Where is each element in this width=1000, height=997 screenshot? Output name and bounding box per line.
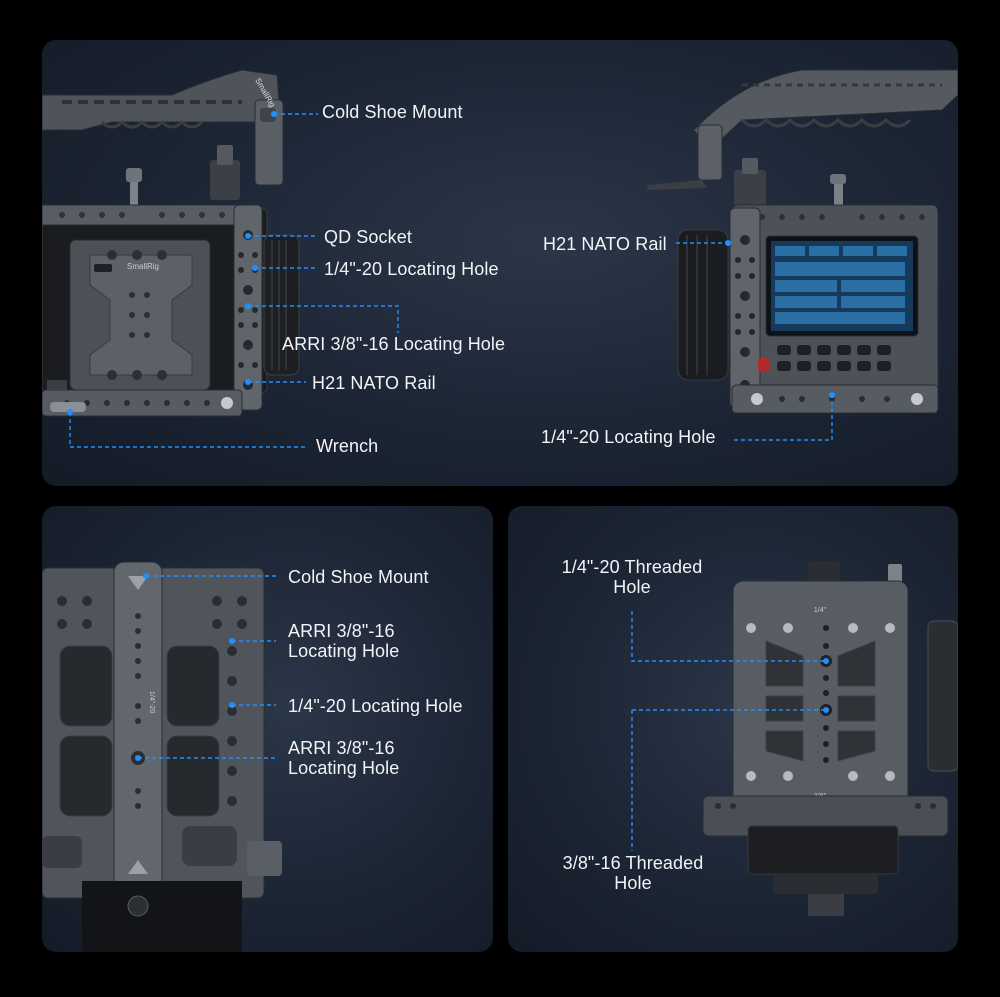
right-camera-cage: [647, 69, 958, 414]
label-h21-nato-rail-left: H21 NATO Rail: [312, 373, 436, 393]
bottom-right-illustration: 1/4" 3/8": [631, 561, 958, 916]
label-wrench: Wrench: [316, 436, 379, 456]
label-arri-lower: ARRI 3/8"-16 Locating Hole: [288, 738, 400, 778]
left-camera-cage: SmallRig: [42, 69, 300, 417]
top-illustration: SmallRig: [42, 69, 958, 448]
label-arri-locating-hole: ARRI 3/8"-16 Locating Hole: [282, 334, 506, 354]
cold-shoe-mount-left: [260, 108, 276, 122]
label-cold-shoe-mount-bottom: Cold Shoe Mount: [288, 567, 429, 587]
label-h21-nato-rail-right: H21 NATO Rail: [543, 234, 667, 254]
bottom-right-panel: 1/4" 3/8": [508, 506, 958, 952]
plate-marking-top: 1/4": [814, 607, 827, 614]
left-callout-lines: [67, 111, 399, 448]
brand-mark-plate: SmallRig: [127, 262, 159, 271]
bl-callout-lines: [135, 573, 276, 761]
label-three-eighths-threaded-hole: 3/8"-16 Threaded Hole: [562, 853, 704, 893]
label-arri-upper: ARRI 3/8"-16 Locating Hole: [288, 621, 400, 661]
bottom-left-panel: 1/4"-20 Cold Shoe Mount ARRI 3/8"-16 Loc…: [42, 506, 493, 952]
label-quarter-threaded-hole: 1/4"-20 Threaded Hole: [561, 557, 703, 597]
wrench-tool: [50, 402, 86, 412]
label-cold-shoe-mount: Cold Shoe Mount: [322, 102, 463, 122]
bottom-left-illustration: 1/4"-20: [42, 561, 282, 952]
label-quarter-twenty-locating-hole-bottom: 1/4"-20 Locating Hole: [288, 696, 463, 716]
br-callout-lines: [631, 611, 829, 851]
label-quarter-twenty-locating-hole-right: 1/4"-20 Locating Hole: [541, 427, 716, 447]
label-qd-socket: QD Socket: [324, 227, 412, 247]
label-quarter-twenty-locating-hole: 1/4"-20 Locating Hole: [324, 259, 499, 279]
plate-marking-quarter: 1/4"-20: [148, 691, 155, 713]
right-callout-lines: [676, 240, 835, 441]
top-panel: SmallRig: [42, 40, 958, 486]
